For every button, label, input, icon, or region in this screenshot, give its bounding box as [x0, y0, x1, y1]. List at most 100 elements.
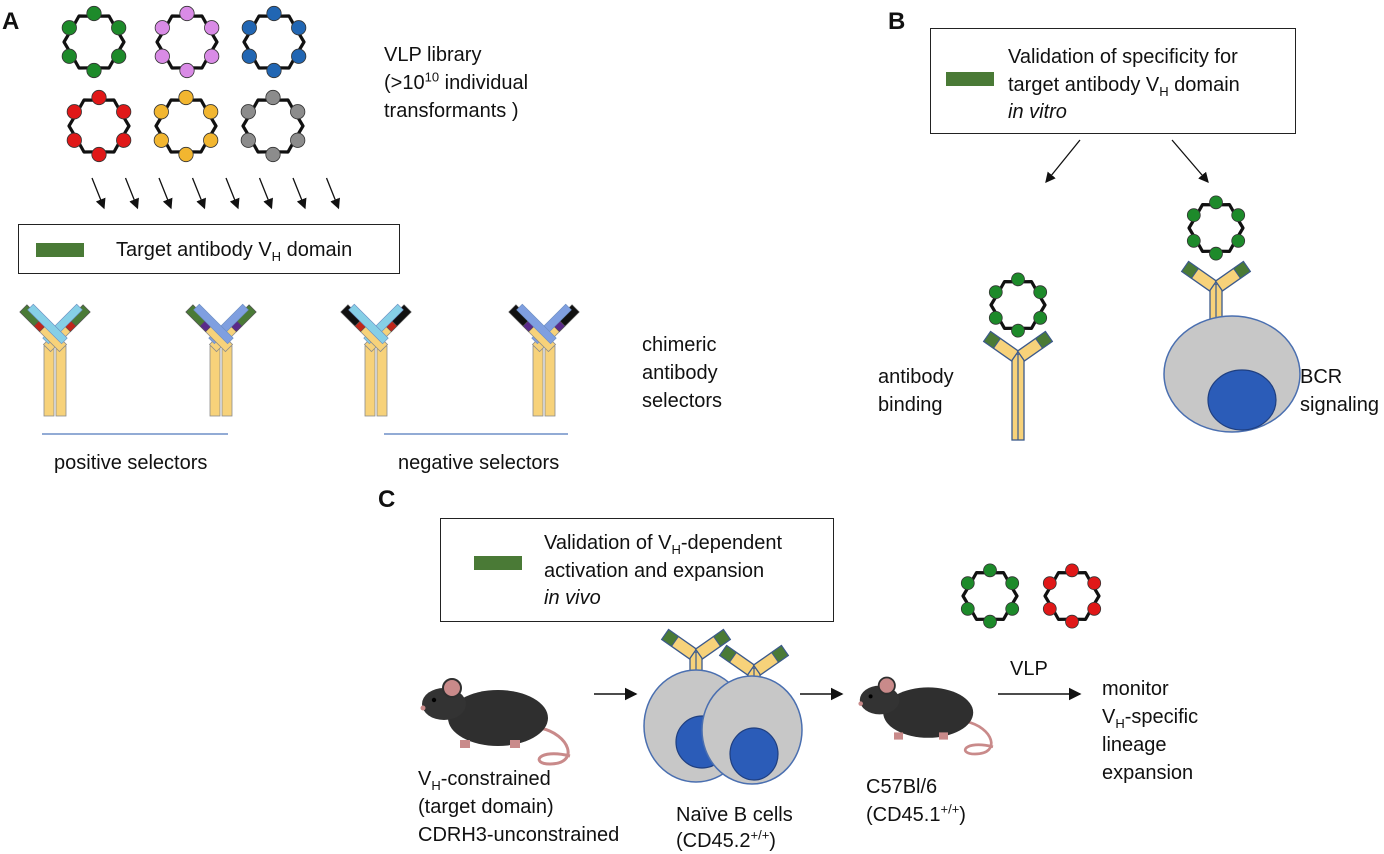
mouse-tail	[963, 720, 994, 756]
vlp-bead	[61, 20, 77, 36]
vlp-bead	[265, 89, 281, 106]
in-vivo-line3: in vivo	[544, 587, 601, 609]
ab-vh-domain	[1181, 260, 1200, 279]
selector-positive-1	[19, 303, 91, 417]
vlp-bead	[1033, 310, 1048, 325]
heavy-chain	[209, 345, 221, 417]
heavy-chain	[221, 345, 233, 417]
vlp-bead	[154, 20, 170, 36]
vlp-bead	[960, 576, 975, 591]
mouse-c57bl6	[858, 676, 994, 756]
positive-selectors-label: positive selectors	[54, 452, 208, 474]
mouse-paw	[510, 740, 520, 748]
vlp-particle-1	[61, 5, 127, 79]
mouse-paw	[894, 732, 903, 740]
heavy-chain	[376, 345, 388, 417]
light-chain	[516, 303, 557, 345]
vlp-bead	[265, 146, 281, 163]
mouse-paw	[939, 732, 948, 740]
ab-vh-domain	[712, 628, 731, 647]
vlp-bead	[1209, 246, 1223, 261]
ab-vh-domain	[1232, 260, 1251, 279]
vlp-ring	[155, 14, 219, 70]
in-vitro-line1: Validation of specificity for	[1008, 46, 1238, 68]
ab-arm	[660, 628, 698, 660]
selectors-label-3: selectors	[642, 390, 723, 412]
vlp-bead	[178, 146, 194, 163]
vlp-bead	[203, 132, 219, 148]
selectors-label-2: antibody	[642, 362, 718, 384]
ab-vh-domain	[1034, 330, 1053, 349]
library-arrow	[191, 177, 206, 210]
mouse2-label-1: C57Bl/6	[866, 776, 938, 798]
in-vivo-line2: activation and expansion	[544, 560, 765, 582]
light-chain	[193, 303, 234, 345]
library-arrow	[91, 177, 106, 210]
heavy-chain	[43, 345, 55, 417]
vlp-bead	[1231, 233, 1246, 248]
vlp-bead	[116, 132, 132, 148]
vlp-bead	[290, 104, 306, 120]
vlp-bead	[111, 20, 127, 36]
binding-label-1: antibody	[878, 366, 954, 388]
antibody-arm	[508, 303, 557, 353]
vlp-bead	[66, 104, 82, 120]
mouse-body	[883, 687, 974, 738]
vlp-ring	[961, 570, 1019, 622]
ab-arm	[1180, 260, 1218, 292]
vlp-ring	[1187, 203, 1245, 253]
vlp-bead	[111, 48, 127, 64]
library-arrows	[91, 177, 340, 210]
vlp-bead	[241, 48, 257, 64]
vlp-ring	[1043, 570, 1101, 622]
ab-arm	[752, 644, 790, 676]
antibody-arm	[185, 303, 234, 353]
vlp-library-title: VLP library	[384, 44, 482, 66]
vlp-bead	[91, 146, 107, 163]
mouse1-label-2: (target domain)	[418, 796, 554, 818]
mouse2-label-2: (CD45.1+/+)	[866, 801, 966, 826]
antibody-arm	[19, 303, 68, 353]
vlp-bead	[66, 132, 82, 148]
vlp-bead	[291, 20, 307, 36]
vlp-ring	[67, 98, 131, 154]
bcells-label-2: (CD45.2+/+)	[676, 827, 776, 852]
vlp-bead	[1065, 614, 1079, 629]
vlp-arrow-label: VLP	[1010, 658, 1048, 680]
heavy-chain	[364, 345, 376, 417]
light-chain	[27, 303, 68, 345]
chimeric-antibody-selectors	[19, 303, 580, 417]
vlp-bead	[1011, 272, 1025, 287]
vlp-ring	[62, 14, 126, 70]
selector-negative-1	[340, 303, 412, 417]
vlp-bead	[241, 20, 257, 36]
ab-vh-domain	[770, 644, 789, 663]
panel-label-a: A	[2, 8, 20, 35]
vlp-bead	[1186, 233, 1201, 248]
ab-arm	[718, 644, 756, 676]
arrow-to-binding	[1045, 139, 1081, 184]
vlp-bead	[61, 48, 77, 64]
vlp-bead	[1042, 601, 1057, 616]
ab-vh-domain	[661, 628, 680, 647]
library-arrow	[158, 177, 173, 210]
vlp-bead	[983, 614, 997, 629]
vlp-bead	[1087, 601, 1102, 616]
c-vlp-green	[960, 563, 1020, 629]
selector-negative-2	[508, 303, 580, 417]
vlp-bead	[1005, 576, 1020, 591]
in-vivo-line1: Validation of VH-dependent	[544, 532, 783, 557]
monitor-label-4: expansion	[1102, 762, 1194, 784]
vlp-library-particles	[61, 5, 307, 163]
heavy-chain	[55, 345, 67, 417]
ab-vh-domain	[983, 330, 1002, 349]
vlp-bead	[240, 104, 256, 120]
vlp-bead	[988, 285, 1003, 300]
vlp-particle-2	[154, 5, 220, 79]
bcr-label-1: BCR	[1300, 366, 1343, 388]
in-vivo-box	[440, 518, 834, 622]
vlp-particle-3	[241, 5, 307, 79]
vlp-bead	[983, 563, 997, 578]
vlp-bead	[1042, 576, 1057, 591]
vlp-bead	[1186, 208, 1201, 223]
